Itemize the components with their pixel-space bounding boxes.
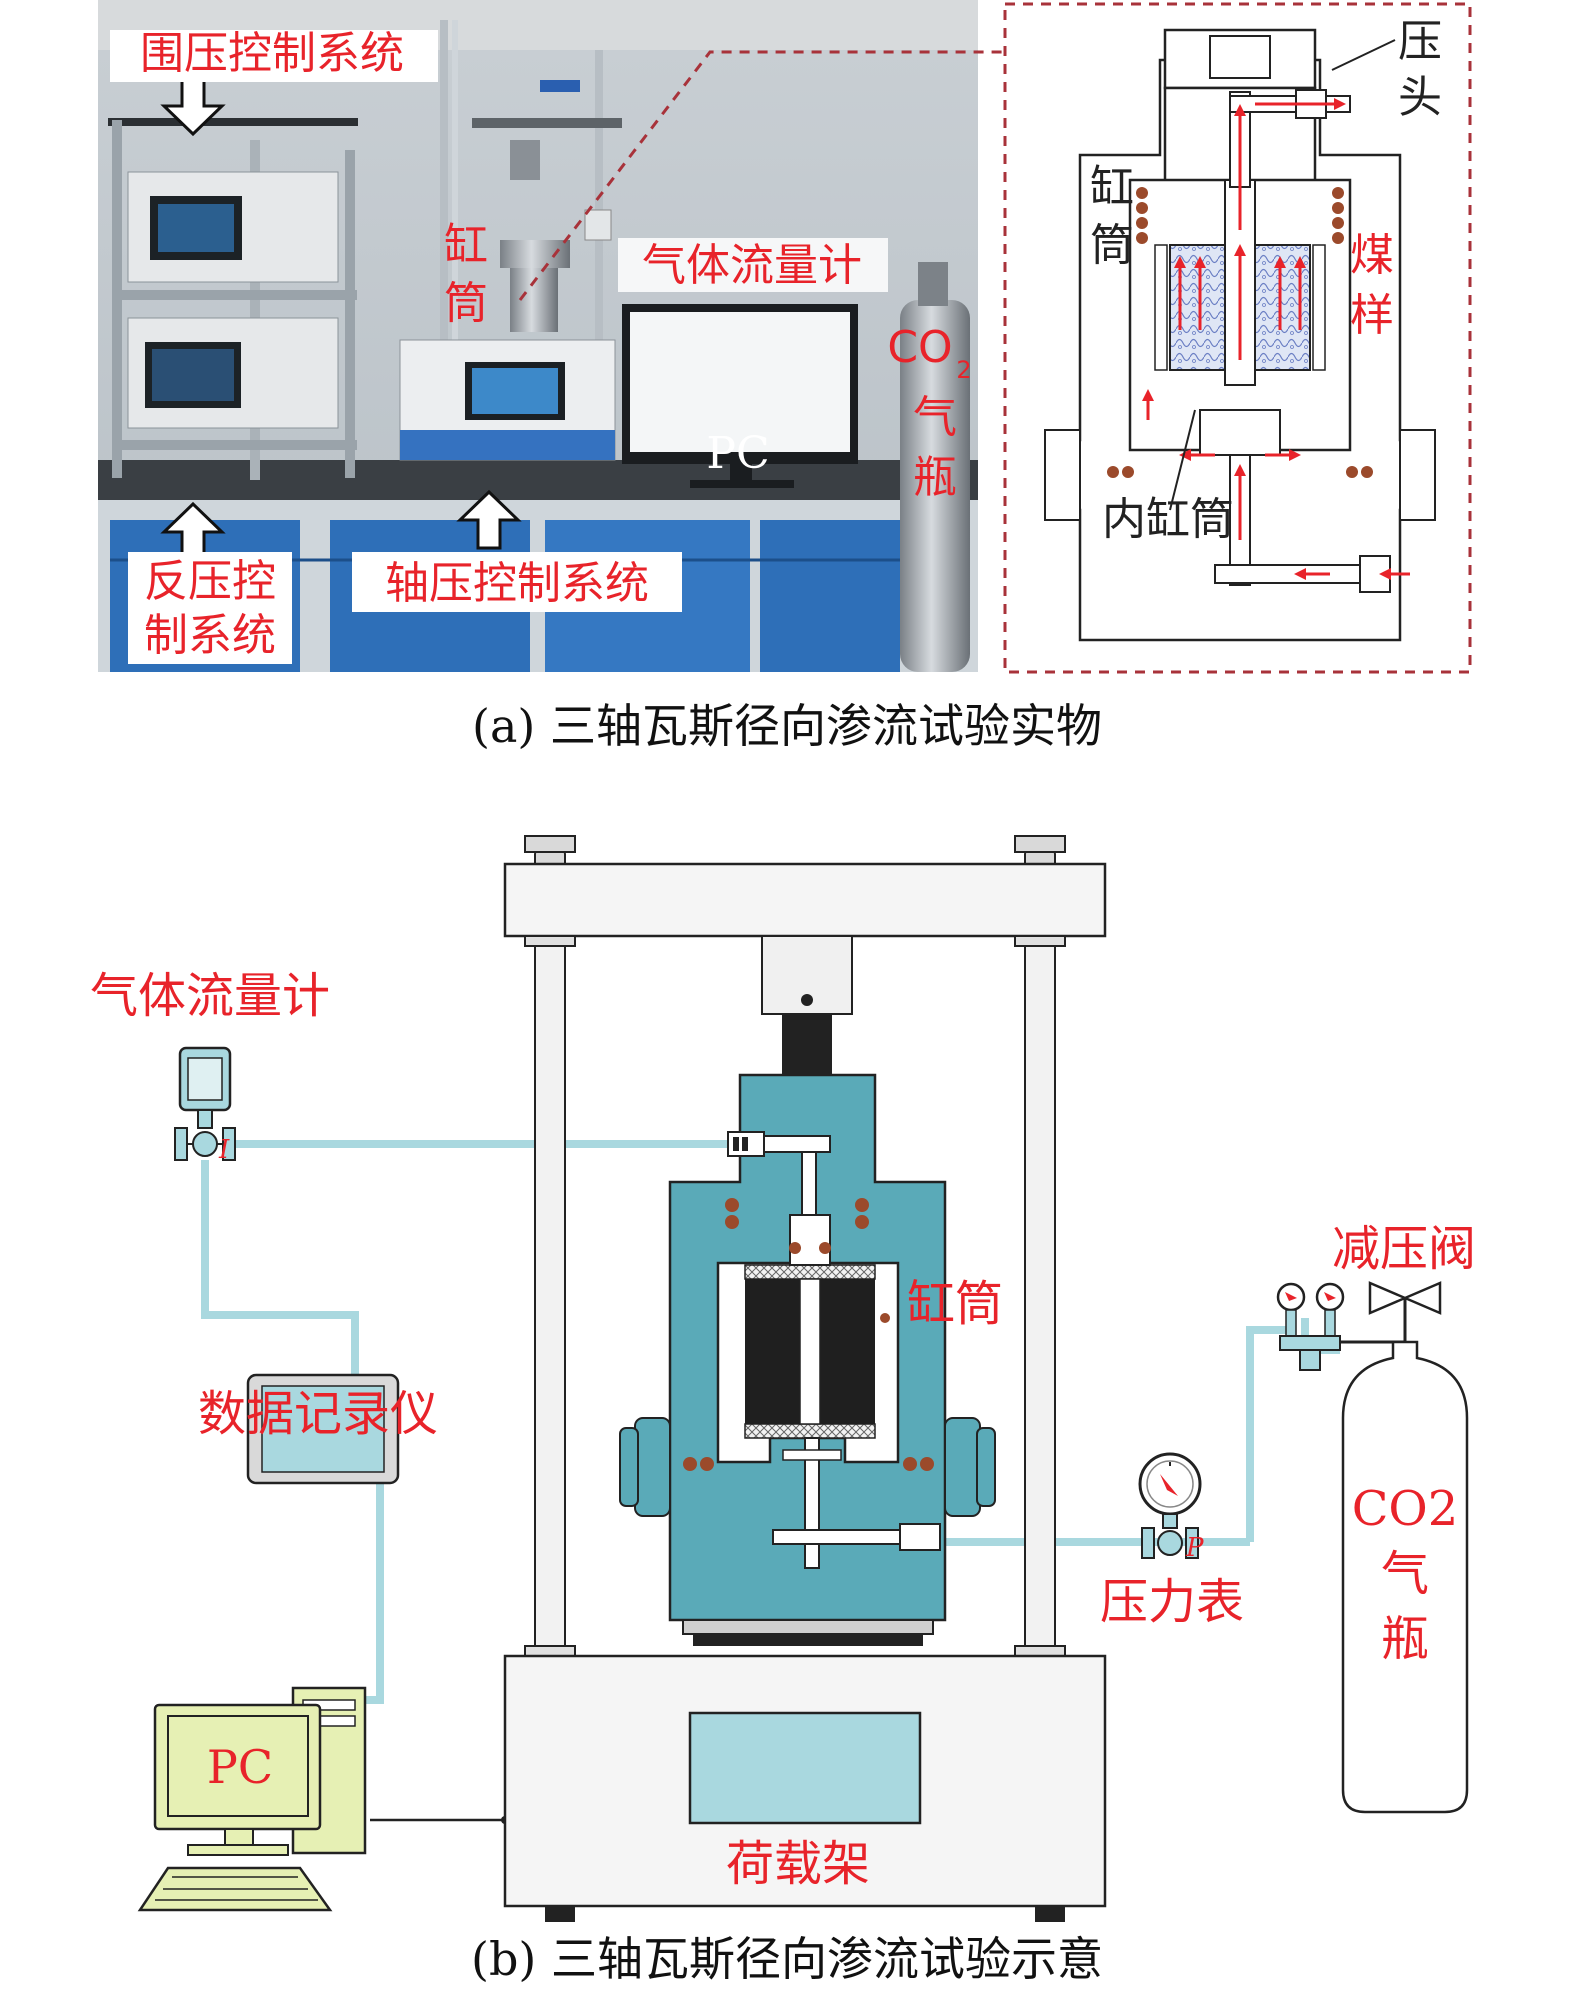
photo-panel: 围压控制系统 反压控 制系统 轴压控制系统 缸 筒 气体流量计 PC CO 2 … bbox=[98, 0, 1005, 672]
label-pc-photo: PC bbox=[706, 428, 769, 479]
label-press-head-1: 压 bbox=[1398, 16, 1442, 67]
pc bbox=[137, 1686, 367, 1912]
label-flowmeter: 气体流量计 bbox=[90, 968, 330, 1024]
loading-base bbox=[503, 1654, 1107, 1908]
label-gas-photo-2: 瓶 bbox=[913, 452, 957, 503]
label-pressure-gauge: 压力表 bbox=[1100, 1574, 1244, 1630]
label-data-recorder: 数据记录仪 bbox=[198, 1386, 438, 1442]
photo-co2-cylinder bbox=[900, 262, 970, 672]
label-cylinder-detail-1: 缸 bbox=[1090, 162, 1134, 213]
label-load-frame: 荷载架 bbox=[726, 1836, 870, 1892]
label-axial-system: 轴压控制系统 bbox=[385, 558, 649, 609]
schematic-panel: 气体流量计 数据记录仪 缸筒 减压阀 压力表 CO2 气 瓶 PC 荷载架 I … bbox=[90, 835, 1476, 1922]
base-window bbox=[688, 1711, 922, 1825]
svg-text:I: I bbox=[218, 1135, 230, 1165]
caption-b: (b) 三轴瓦斯径向渗流试验示意 bbox=[471, 1932, 1103, 1986]
detail-flow-arrows bbox=[1142, 98, 1410, 580]
label-pc: PC bbox=[207, 1740, 273, 1794]
label-co2: CO2 bbox=[1352, 1481, 1459, 1537]
load-frame bbox=[503, 835, 1107, 1922]
svg-text:P: P bbox=[1185, 1533, 1204, 1563]
label-co2-photo: CO bbox=[887, 322, 952, 373]
label-press-head-2: 头 bbox=[1398, 72, 1442, 123]
label-bottle: 瓶 bbox=[1381, 1611, 1429, 1667]
label-back-system-line1: 反压控 bbox=[144, 556, 276, 607]
label-gas-photo-1: 气 bbox=[913, 392, 957, 443]
label-confining-system: 围压控制系统 bbox=[140, 28, 404, 79]
caption-a: (a) 三轴瓦斯径向渗流试验实物 bbox=[472, 699, 1102, 753]
label-co2-photo-subscript: 2 bbox=[956, 356, 971, 384]
reducing-valve bbox=[1276, 1281, 1442, 1371]
photo-load-frame bbox=[440, 20, 622, 340]
detail-panel: 压 头 缸 筒 煤 样 内缸筒 bbox=[1003, 2, 1472, 674]
label-cylinder-photo-1: 缸 bbox=[444, 220, 488, 271]
flowmeter bbox=[174, 1046, 236, 1161]
confining-rack bbox=[108, 118, 358, 480]
label-back-system-line2: 制系统 bbox=[144, 610, 276, 661]
label-cylinder-photo-2: 筒 bbox=[444, 278, 488, 329]
data-recorder bbox=[246, 1373, 400, 1485]
label-inner-cylinder: 内缸筒 bbox=[1102, 494, 1234, 545]
pressure-vessel bbox=[619, 1073, 996, 1646]
arrow-up-axial bbox=[456, 489, 522, 550]
label-gas: 气 bbox=[1381, 1546, 1429, 1602]
photo-monitor bbox=[622, 304, 858, 488]
dashed-leader bbox=[518, 50, 1005, 301]
gas-pipes bbox=[201, 1140, 1340, 1704]
arrow-down-confining bbox=[160, 76, 226, 137]
pressure-gauge bbox=[1138, 1452, 1202, 1559]
label-reducing-valve: 减压阀 bbox=[1332, 1221, 1476, 1277]
label-coal-sample-2: 样 bbox=[1350, 290, 1394, 341]
label-flowmeter-photo: 气体流量计 bbox=[642, 240, 862, 291]
co2-cylinder bbox=[1341, 1340, 1469, 1814]
label-cylinder: 缸筒 bbox=[907, 1276, 1003, 1332]
label-cylinder-detail-2: 筒 bbox=[1090, 220, 1134, 271]
axial-control-box bbox=[399, 339, 616, 461]
bench-top bbox=[98, 460, 978, 500]
label-coal-sample-1: 煤 bbox=[1350, 230, 1394, 281]
detail-o-rings bbox=[1107, 187, 1373, 478]
